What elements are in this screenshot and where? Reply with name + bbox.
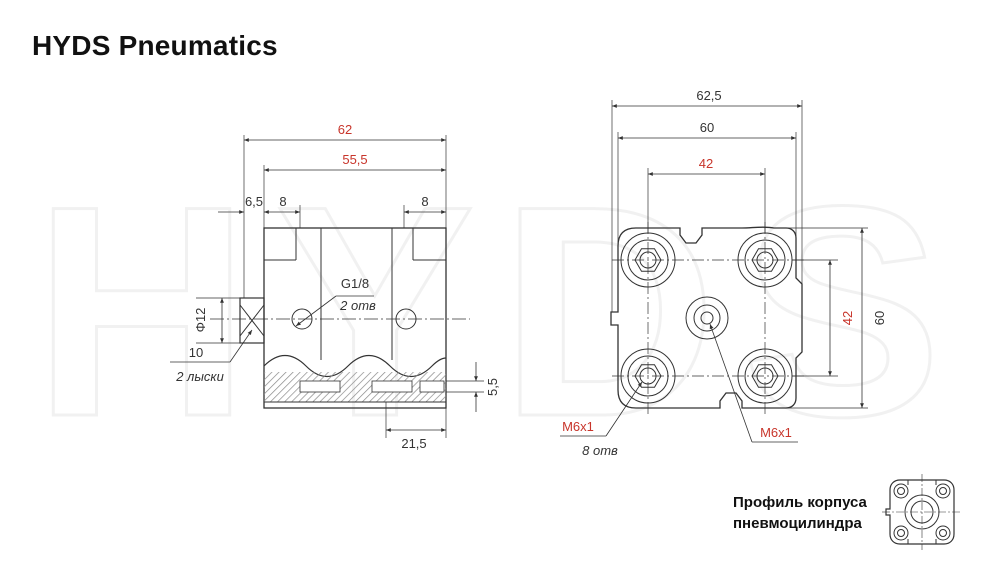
rod-boss <box>239 297 265 344</box>
dim-21-5: 21,5 <box>401 436 426 451</box>
brand-title: HYDS Pneumatics <box>32 30 278 61</box>
thread-corner-count: 8 отв <box>582 443 618 458</box>
flat-count-label: 2 лыски <box>175 369 224 384</box>
flat-size-label: 10 <box>189 345 203 360</box>
dim-8-left: 8 <box>279 194 286 209</box>
profile-caption: Профиль корпуса пневмоцилиндра <box>733 492 867 534</box>
side-view <box>170 135 484 438</box>
dim-42-top: 42 <box>699 156 713 171</box>
dim-5-5: 5,5 <box>485 378 500 396</box>
port-count-label: 2 отв <box>339 298 376 313</box>
watermark-text: HYDS <box>33 143 967 479</box>
dim-60-side: 60 <box>872 311 887 325</box>
dim-6-5: 6,5 <box>245 194 263 209</box>
port-thread-label: G1/8 <box>341 276 369 291</box>
thread-center-label: M6x1 <box>760 425 792 440</box>
break-line <box>263 354 447 378</box>
dim-42-side: 42 <box>840 311 855 325</box>
end-profile-outline <box>610 226 803 409</box>
dim-60-top: 60 <box>700 120 714 135</box>
dim-62-5: 62,5 <box>696 88 721 103</box>
thread-corner-label: M6x1 <box>562 419 594 434</box>
dim-8-right: 8 <box>421 194 428 209</box>
caption-line-2: пневмоцилиндра <box>733 515 862 532</box>
profile-thumbnail <box>882 474 962 550</box>
hatched-section <box>264 372 446 402</box>
dim-62: 62 <box>338 122 352 137</box>
dim-phi12: Φ12 <box>193 308 208 333</box>
caption-line-1: Профиль корпуса <box>733 494 867 511</box>
center-boss <box>685 296 729 340</box>
dim-55-5: 55,5 <box>342 152 367 167</box>
end-view <box>560 100 868 443</box>
